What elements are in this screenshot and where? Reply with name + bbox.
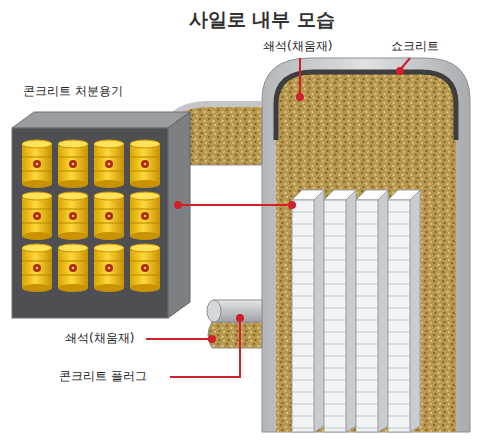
waste-drum [130,244,160,292]
container-slab [292,190,324,432]
plug-end [207,300,221,322]
box-top [12,112,190,128]
fill-label: 쇄석(채움재) [262,39,333,54]
silo-shell [262,58,470,432]
plug-gravel [208,322,262,348]
waste-drum [58,140,88,188]
container-slab [356,190,388,432]
waste-drum [22,140,52,188]
shotcrete-label: 쇼크리트 [390,39,440,54]
waste-drum [58,192,88,240]
title: 사일로 내부 모습 [189,8,335,31]
waste-drum [130,140,160,188]
box-front [12,128,168,318]
waste-drum [94,244,124,292]
plug-label: 콘크리트 플러그 [58,369,148,384]
leader-lines [146,58,410,377]
waste-drum [58,244,88,292]
gravel-fill [276,72,456,432]
container-label: 콘크리트 처분용기 [22,84,124,99]
container-slab [388,190,420,432]
waste-drum [94,140,124,188]
container-slab [324,190,356,432]
waste-drum [130,192,160,240]
container-stack [292,190,420,432]
waste-drum [22,192,52,240]
shotcrete-layer [276,72,456,140]
fill-label: 쇄석(채움재) [64,331,135,346]
waste-drum [94,192,124,240]
box-side [168,112,190,318]
waste-drums [22,140,160,292]
leader-dots [174,67,404,343]
waste-drum [22,244,52,292]
